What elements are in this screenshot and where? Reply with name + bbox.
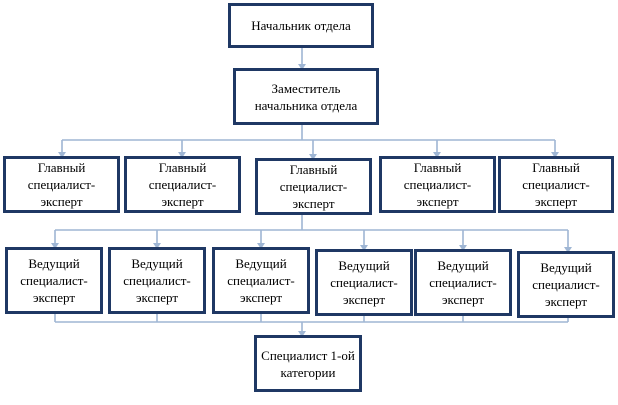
label-chief-specialist: Главный специалист-эксперт: [148, 160, 217, 209]
box-specialist: Специалист 1-ой категории: [254, 335, 362, 392]
arrow-chief-3: [309, 154, 317, 160]
arrow-leading-1: [51, 243, 59, 249]
arrow-chief-1: [58, 152, 66, 158]
arrow-chief-2: [178, 152, 186, 158]
arrow-deputy: [298, 64, 306, 70]
label-leading-specialist: Ведущий специалист-эксперт: [532, 260, 600, 309]
box-chief-specialist: Главный специалист-эксперт: [379, 156, 496, 213]
label-specialist: Специалист 1-ой категории: [261, 347, 355, 380]
arrow-specialist: [298, 331, 306, 337]
box-leading-specialist: Ведущий специалист-эксперт: [414, 249, 512, 316]
arrow-chief-5: [551, 152, 559, 158]
arrow-leading-4: [360, 245, 368, 251]
box-deputy: Заместитель начальника отдела: [233, 68, 379, 125]
box-head: Начальник отдела: [228, 3, 374, 48]
box-chief-specialist: Главный специалист-эксперт: [498, 156, 614, 213]
label-leading-specialist: Ведущий специалист-эксперт: [20, 256, 88, 305]
label-leading-specialist: Ведущий специалист-эксперт: [330, 258, 398, 307]
arrow-leading-3: [257, 243, 265, 249]
box-leading-specialist: Ведущий специалист-эксперт: [315, 249, 413, 316]
box-leading-specialist: Ведущий специалист-эксперт: [517, 251, 615, 318]
box-chief-specialist: Главный специалист-эксперт: [255, 158, 372, 215]
arrow-leading-2: [153, 243, 161, 249]
label-chief-specialist: Главный специалист-эксперт: [522, 160, 590, 209]
label-deputy: Заместитель начальника отдела: [254, 80, 358, 113]
label-chief-specialist: Главный специалист-эксперт: [279, 162, 348, 211]
arrow-leading-6: [564, 247, 572, 253]
label-leading-specialist: Ведущий специалист-эксперт: [123, 256, 191, 305]
box-chief-specialist: Главный специалист-эксперт: [124, 156, 241, 213]
label-head: Начальник отдела: [251, 18, 351, 33]
box-leading-specialist: Ведущий специалист-эксперт: [212, 247, 310, 314]
box-leading-specialist: Ведущий специалист-эксперт: [108, 247, 206, 314]
box-chief-specialist: Главный специалист-эксперт: [3, 156, 120, 213]
label-chief-specialist: Главный специалист-эксперт: [27, 160, 96, 209]
label-leading-specialist: Ведущий специалист-эксперт: [227, 256, 295, 305]
box-leading-specialist: Ведущий специалист-эксперт: [5, 247, 103, 314]
arrow-leading-5: [459, 245, 467, 251]
arrow-chief-4: [433, 152, 441, 158]
label-leading-specialist: Ведущий специалист-эксперт: [429, 258, 497, 307]
label-chief-specialist: Главный специалист-эксперт: [403, 160, 472, 209]
